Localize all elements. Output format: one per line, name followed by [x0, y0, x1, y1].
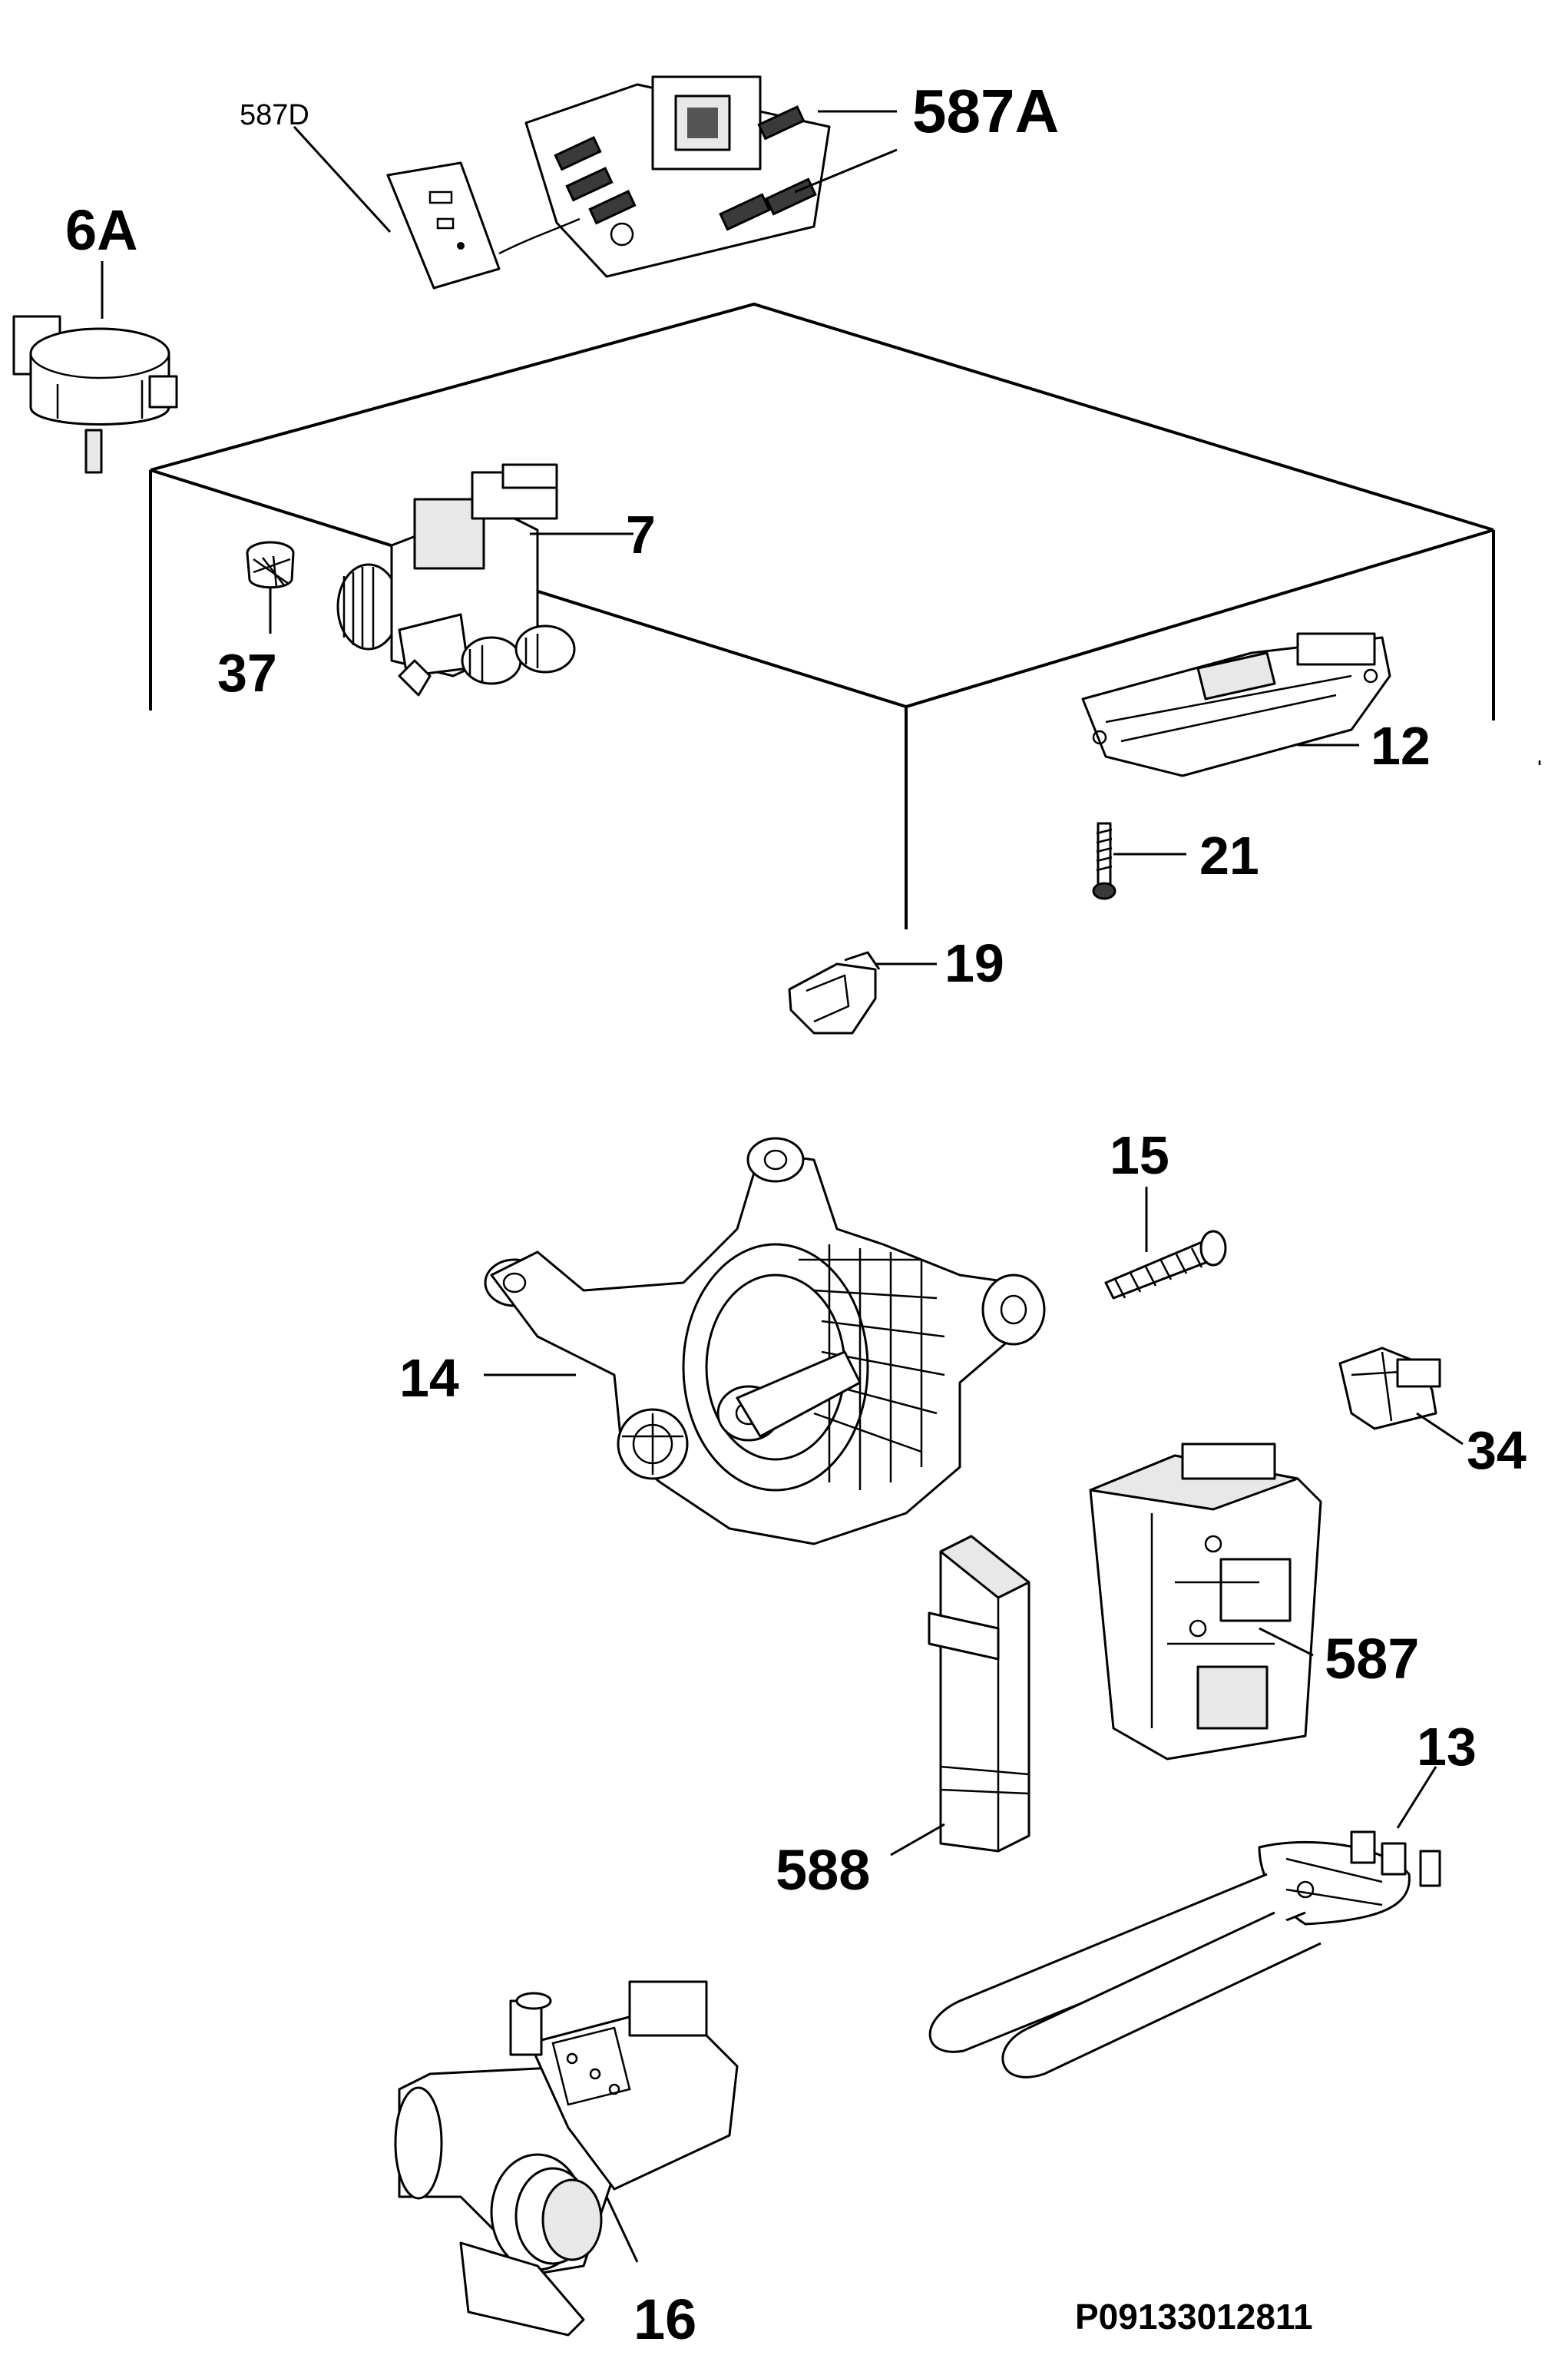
part-19-clip — [788, 951, 881, 1035]
part-34-clip — [1338, 1346, 1441, 1430]
part-587a-control-board — [498, 75, 831, 278]
callout-7: 7 — [626, 505, 656, 565]
callout-19: 19 — [944, 933, 1004, 993]
callout-587d: 587D — [240, 99, 309, 131]
callout-587: 587 — [1325, 1627, 1419, 1691]
callout-14: 14 — [399, 1348, 459, 1408]
part-21-screw — [1092, 822, 1116, 900]
callout-6a: 6A — [65, 198, 138, 262]
part-7-inlet-valve — [336, 463, 576, 697]
callout-37: 37 — [217, 643, 277, 703]
callout-12: 12 — [1371, 716, 1431, 776]
callout-588: 588 — [776, 1838, 870, 1902]
callout-16: 16 — [633, 2287, 696, 2351]
callout-labels: 587D 587A 6A 7 37 12 21 19 15 14 34 587 … — [65, 77, 1527, 2351]
part-13-heating-element — [928, 1830, 1441, 2078]
part-16-drain-pump — [394, 1980, 739, 2337]
leader-lines — [101, 110, 1464, 2263]
callout-13: 13 — [1417, 1717, 1477, 1777]
part-37-filter — [246, 541, 295, 589]
callout-34: 34 — [1467, 1420, 1527, 1480]
part-6a-pressure-switch — [12, 315, 178, 474]
part-588-module — [928, 1535, 1030, 1853]
part-587d-pcb — [386, 161, 501, 290]
callout-21: 21 — [1199, 826, 1259, 886]
callout-15: 15 — [1110, 1125, 1169, 1185]
part-14-motor — [484, 1137, 1046, 1545]
reference-code: P09133012811 — [1075, 2297, 1313, 2337]
part-15-screw — [1104, 1230, 1227, 1300]
part-12-bracket — [1081, 632, 1391, 777]
part-587-electronic-module — [1089, 1443, 1322, 1761]
callout-587a: 587A — [912, 77, 1059, 145]
